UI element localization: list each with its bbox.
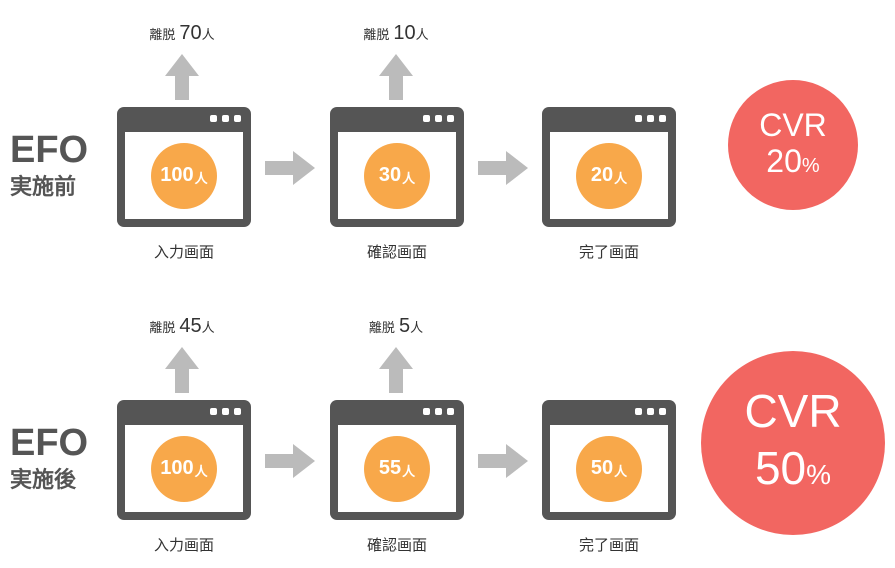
window-dots <box>635 408 666 415</box>
flow-arrow-right-icon <box>478 444 528 478</box>
phase-label-efo: EFO <box>10 422 89 464</box>
window-dots <box>423 408 454 415</box>
window-dots <box>423 115 454 122</box>
cvr-badge-before: CVR 20% <box>728 80 858 210</box>
cvr-title: CVR <box>744 384 842 437</box>
screen-label-input: 入力画面 <box>153 244 214 261</box>
window-dots <box>210 115 241 122</box>
dropout-arrow-up-icon <box>379 54 413 100</box>
phase-label-efo: EFO <box>10 129 89 171</box>
screen-label-complete: 完了画面 <box>578 244 639 261</box>
cvr-title: CVR <box>759 106 827 143</box>
phase-label-sub: 実施後 <box>10 467 77 492</box>
window-dots <box>635 115 666 122</box>
screen-label-confirm: 確認画面 <box>366 537 427 554</box>
cvr-value: 50% <box>754 441 832 494</box>
flow-arrow-right-icon <box>265 444 315 478</box>
cvr-badge-after: CVR 50% <box>701 351 885 535</box>
dropout-arrow-up-icon <box>379 347 413 393</box>
flow-arrow-right-icon <box>265 151 315 185</box>
screen-label-input: 入力画面 <box>153 537 214 554</box>
screen-label-confirm: 確認画面 <box>366 244 427 261</box>
phase-label-before: EFO 実施前 <box>10 130 90 200</box>
screen-label-complete: 完了画面 <box>578 537 639 554</box>
window-dots <box>210 408 241 415</box>
phase-label-after: EFO 実施後 <box>10 423 90 493</box>
phase-label-sub: 実施前 <box>10 174 77 199</box>
dropout-arrow-up-icon <box>165 347 199 393</box>
dropout-arrow-up-icon <box>165 54 199 100</box>
cvr-value: 20% <box>766 142 820 179</box>
flow-arrow-right-icon <box>478 151 528 185</box>
